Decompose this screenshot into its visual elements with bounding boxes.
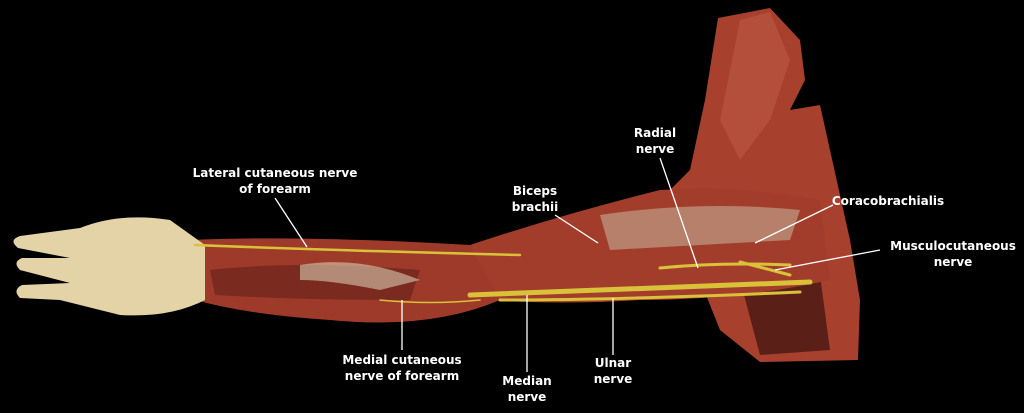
label-line: Musculocutaneous: [890, 239, 1016, 253]
upper-arm-muscle: [470, 188, 830, 303]
leader-lines: [274, 157, 881, 372]
label-biceps-brachii: Biceps brachii: [512, 183, 559, 215]
label-medial-cutaneous-nerve: Medial cutaneous nerve of forearm: [342, 352, 461, 384]
forearm-muscle: [190, 238, 500, 323]
label-line: Ulnar: [594, 356, 632, 370]
nerves: [193, 243, 813, 304]
label-line: Coracobrachialis: [831, 194, 945, 208]
leader-line-radial: [659, 157, 699, 269]
label-line: Lateral cutaneous nerve: [192, 166, 358, 180]
label-line: nerve: [635, 142, 675, 156]
label-line: brachii: [511, 200, 559, 214]
label-ulnar-nerve: Ulnar nerve: [594, 355, 633, 387]
label-line: Biceps: [512, 184, 558, 198]
label-line: Median: [502, 374, 552, 388]
label-line: nerve: [593, 372, 633, 386]
hand: [13, 217, 206, 316]
leader-line-musculocutaneous: [774, 249, 881, 271]
label-line: Medial cutaneous: [342, 353, 462, 367]
label-lateral-cutaneous-nerve: Lateral cutaneous nerve of forearm: [193, 165, 358, 197]
label-line: of forearm: [239, 182, 311, 196]
label-radial-nerve: Radial nerve: [634, 125, 676, 157]
label-line: Radial: [633, 126, 677, 140]
leader-line-biceps: [554, 214, 599, 244]
leader-line-lateral-cutaneous: [274, 197, 308, 248]
leader-line-coracobrachialis: [754, 204, 834, 244]
label-line: nerve: [507, 390, 547, 404]
shoulder-muscle: [660, 8, 860, 362]
label-median-nerve: Median nerve: [502, 373, 551, 405]
label-line: nerve of forearm: [344, 369, 460, 383]
label-musculocutaneous-nerve: Musculocutaneous nerve: [890, 238, 1016, 270]
label-coracobrachialis: Coracobrachialis: [832, 193, 944, 209]
label-line: nerve: [933, 255, 973, 269]
